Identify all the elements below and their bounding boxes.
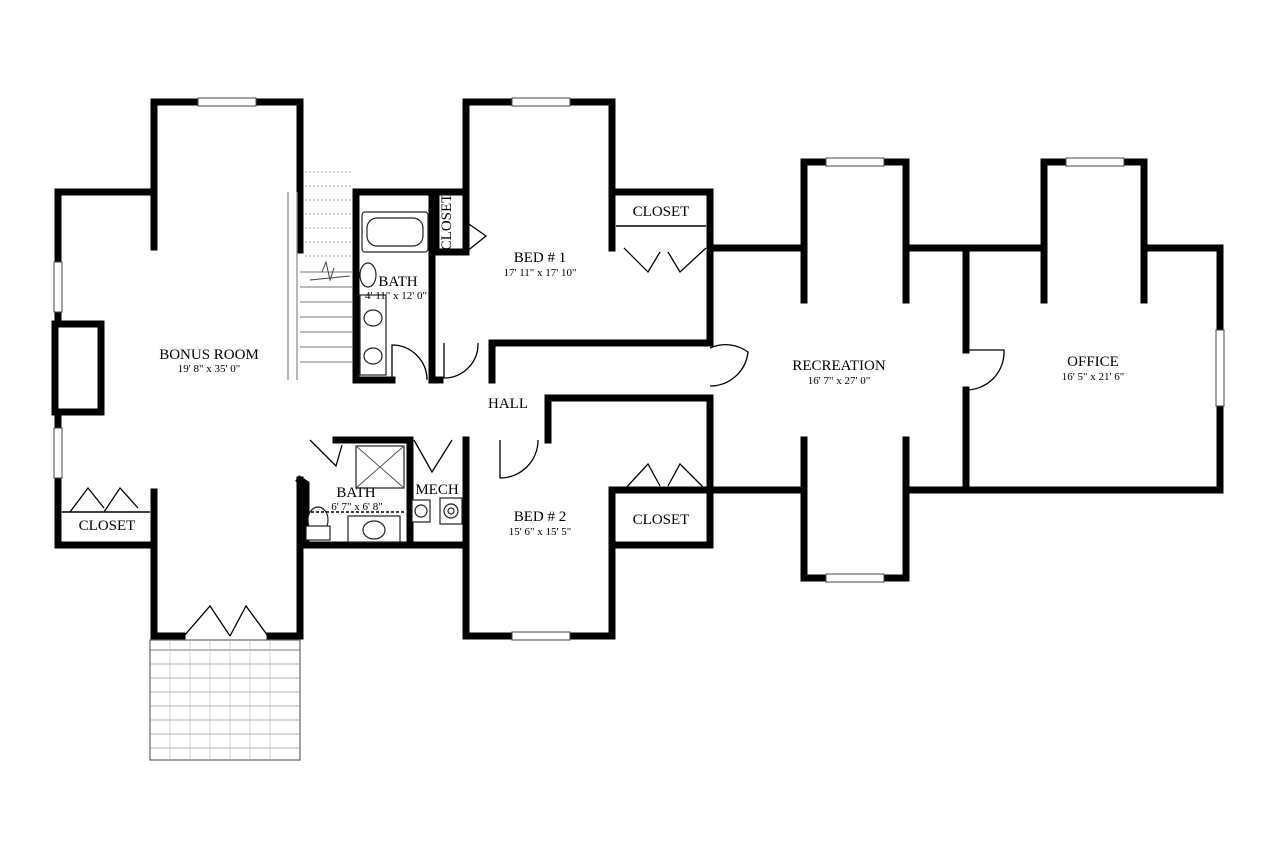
upper-bath-dims: 4' 11" x 12' 0" bbox=[365, 290, 427, 302]
upper-bath-label: BATH bbox=[378, 274, 417, 290]
bonus-room-dims: 19' 8" x 35' 0" bbox=[178, 363, 240, 375]
sink-upper-1 bbox=[363, 309, 383, 327]
closet-small-label: CLOSET bbox=[439, 194, 455, 251]
closet-bed2-label: CLOSET bbox=[633, 512, 690, 528]
upper-bath-walls bbox=[352, 188, 470, 384]
lower-bath-dims: 6' 7" x 6' 8" bbox=[331, 501, 382, 513]
closet-bed1-label: CLOSET bbox=[633, 204, 690, 220]
office-dims: 16' 5" x 21' 6" bbox=[1062, 371, 1124, 383]
window-bonus-top bbox=[197, 97, 257, 107]
mech-label: MECH bbox=[415, 482, 459, 498]
hall-label: HALL bbox=[488, 396, 528, 412]
bonus-room-label: BONUS ROOM bbox=[159, 347, 259, 363]
bed1-walls bbox=[462, 98, 714, 384]
window-bonus-left-lower bbox=[53, 427, 63, 479]
bed2-dims: 15' 6" x 15' 5" bbox=[509, 526, 571, 538]
sink-upper-2 bbox=[363, 347, 383, 365]
office-walls bbox=[1040, 158, 1224, 494]
office-label: OFFICE bbox=[1067, 354, 1119, 370]
recreation-dims: 16' 7" x 27' 0" bbox=[808, 375, 870, 387]
window-bed1 bbox=[511, 97, 571, 107]
sink-lower bbox=[362, 520, 386, 540]
window-office-top bbox=[1065, 157, 1125, 167]
window-office-right bbox=[1215, 329, 1225, 407]
deck bbox=[149, 639, 301, 761]
bed1-label: BED # 1 bbox=[514, 250, 567, 266]
bed2-label: BED # 2 bbox=[514, 509, 567, 525]
stairs bbox=[287, 171, 352, 380]
lower-bath-label: BATH bbox=[336, 485, 375, 501]
window-bed2 bbox=[511, 631, 571, 641]
window-rec-bottom bbox=[825, 573, 885, 583]
recreation-label: RECREATION bbox=[792, 358, 886, 374]
window-bonus-left-upper bbox=[53, 261, 63, 313]
closet-bonus-label: CLOSET bbox=[79, 518, 136, 534]
window-rec-top bbox=[825, 157, 885, 167]
bed1-dims: 17' 11" x 17' 10" bbox=[503, 267, 576, 279]
